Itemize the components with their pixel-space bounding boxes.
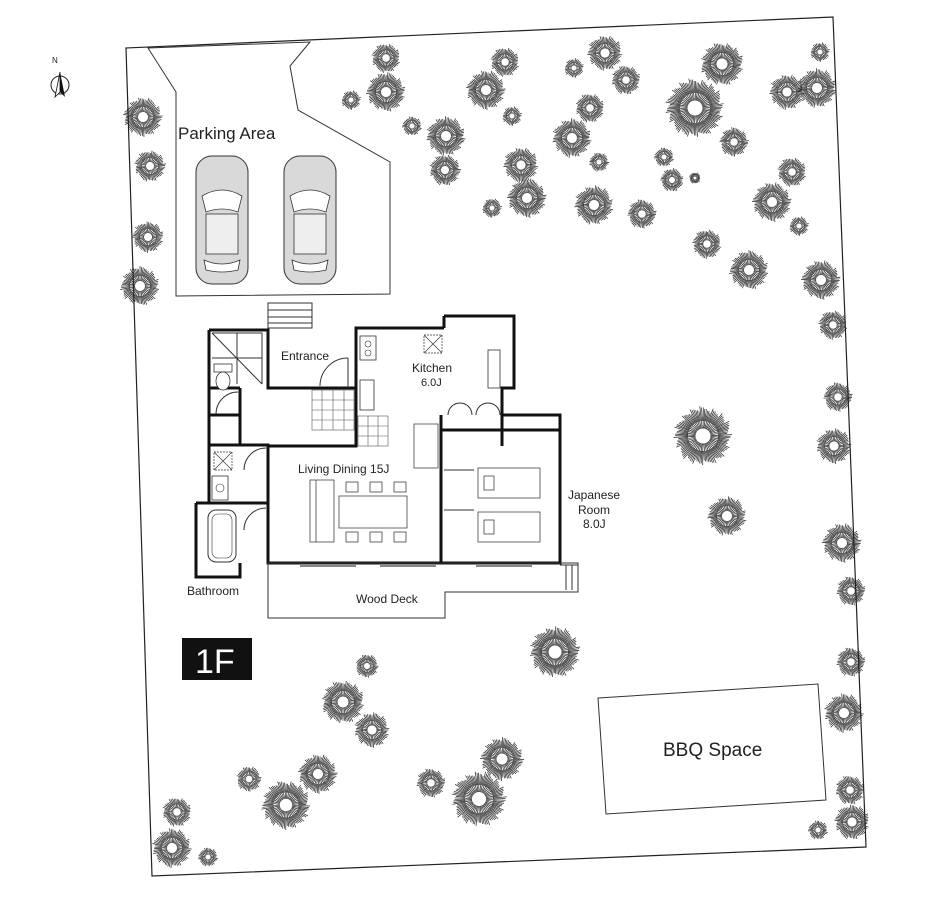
car-icon	[195, 155, 249, 285]
toilet-icon	[213, 363, 233, 391]
tree-icon	[689, 172, 701, 184]
sink-icon	[211, 451, 233, 501]
tree-icon	[575, 94, 604, 123]
tree-icon	[834, 804, 869, 840]
tree-icon	[589, 152, 610, 172]
tree-icon	[836, 776, 864, 805]
trees-group	[120, 35, 869, 869]
entrance-tiles	[311, 389, 389, 447]
parking-area-label: Parking Area	[178, 124, 276, 143]
entrance-label: Entrance	[281, 349, 329, 363]
car-icon	[283, 155, 337, 285]
stove-icon	[423, 334, 443, 354]
bathroom-label: Bathroom	[187, 584, 239, 598]
tree-icon	[426, 116, 466, 156]
tree-icon	[123, 97, 163, 138]
sink-icon	[359, 335, 377, 361]
tree-icon	[429, 154, 462, 186]
compass-icon: N	[50, 56, 70, 99]
tree-icon	[836, 576, 866, 606]
tree-icon	[818, 310, 848, 341]
wood-deck-label: Wood Deck	[356, 592, 419, 606]
tree-icon	[530, 626, 581, 678]
floor-badge-label: 1F	[195, 643, 235, 681]
tree-icon	[719, 127, 749, 157]
tree-icon	[479, 736, 525, 782]
tree-icon	[261, 781, 311, 831]
tree-icon	[198, 847, 218, 867]
tree-icon	[627, 199, 657, 229]
tree-icon	[821, 523, 862, 563]
tree-icon	[807, 820, 828, 840]
tree-icon	[354, 712, 390, 748]
bbq-space	[597, 683, 827, 815]
compass-north-label: N	[52, 56, 58, 65]
tree-icon	[800, 260, 841, 300]
tree-icon	[162, 798, 191, 827]
tree-icon	[564, 58, 584, 78]
tree-icon	[797, 68, 837, 108]
floor-badge	[182, 638, 252, 680]
wood-deck	[267, 562, 579, 619]
kitchen-label: Kitchen	[412, 361, 452, 375]
kitchen-size: 6.0J	[421, 377, 442, 389]
living-dining-label: Living Dining 15J	[298, 462, 389, 476]
tree-icon	[502, 106, 522, 126]
tree-icon	[451, 771, 507, 826]
tree-icon	[132, 221, 164, 254]
tree-icon	[466, 70, 506, 111]
tree-icon	[341, 90, 361, 110]
tree-icon	[665, 78, 724, 137]
tree-icon	[134, 150, 166, 182]
bbq-space-label: BBQ Space	[663, 740, 762, 761]
house-floorplan	[194, 302, 579, 619]
tree-icon	[321, 680, 365, 724]
tree-icon	[823, 382, 853, 412]
site-boundary	[125, 16, 867, 877]
tree-icon	[824, 693, 864, 734]
tree-icon	[552, 118, 592, 158]
tree-icon	[574, 185, 614, 225]
tree-icon	[236, 766, 262, 792]
dining-set	[309, 423, 439, 543]
tree-icon	[653, 147, 674, 167]
tree-icon	[401, 116, 422, 136]
tree-icon	[482, 198, 502, 218]
tree-icon	[673, 406, 733, 466]
tree-icon	[506, 178, 547, 218]
tree-icon	[836, 647, 866, 677]
japanese-room-label-1: Japanese	[568, 488, 620, 502]
tree-icon	[298, 754, 338, 795]
tree-icon	[729, 250, 769, 289]
bathtub-icon	[207, 509, 237, 563]
tree-icon	[416, 768, 446, 798]
tree-icon	[355, 654, 379, 678]
tree-icon	[701, 43, 743, 85]
japanese-room-label-2: Room	[578, 503, 610, 517]
tree-icon	[707, 496, 747, 536]
japanese-room-size: 8.0J	[583, 517, 606, 531]
tree-icon	[810, 42, 830, 62]
tree-icon	[692, 229, 722, 260]
tree-icon	[371, 43, 400, 73]
tree-icon	[152, 828, 192, 869]
tree-icon	[816, 428, 852, 464]
futon-icon	[477, 467, 541, 543]
tree-icon	[490, 47, 519, 77]
tree-icon	[612, 66, 640, 95]
tree-icon	[777, 157, 806, 187]
tree-icon	[789, 216, 809, 236]
tree-icon	[660, 168, 684, 192]
tree-icon	[503, 147, 539, 183]
tree-icon	[587, 35, 623, 71]
tree-icon	[366, 72, 406, 112]
tree-icon	[769, 74, 805, 110]
tree-icon	[120, 266, 160, 305]
tree-icon	[751, 182, 792, 222]
parking-area	[147, 41, 391, 297]
